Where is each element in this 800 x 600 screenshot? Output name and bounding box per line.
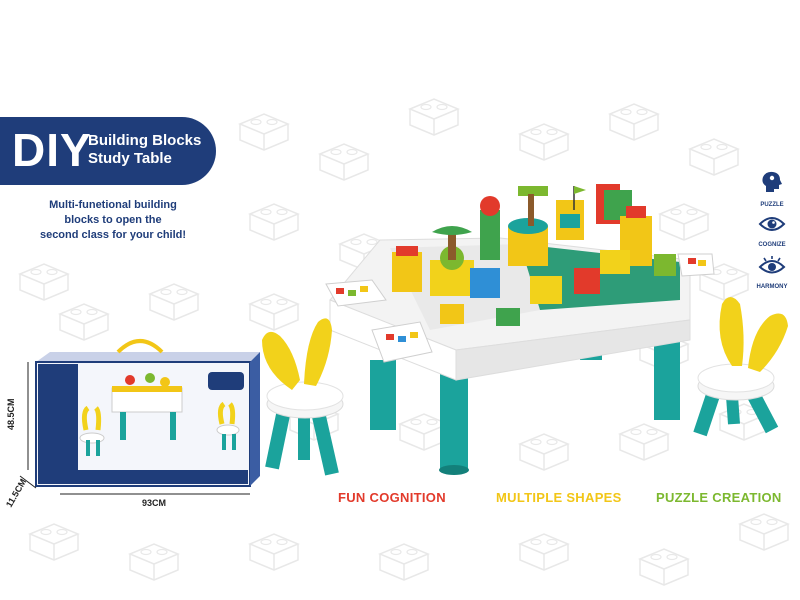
tagline: Multi-funetional building blocks to open… [18,198,208,243]
title-banner [0,117,216,185]
left-chair-image [262,318,344,476]
icon-label-cognize: COGNIZE [758,242,786,248]
dimension-width: 93CM [142,498,167,508]
title-line-1: Building Blocks [88,132,202,149]
title-line-2: Study Table [88,150,172,167]
tagline-line-3: second class for your child! [39,229,187,241]
tagline-line-2: blocks to open the [64,214,162,226]
eye-cognize-icon [758,217,786,231]
feature-fun-cognition: FUN COGNITION [338,490,446,505]
right-chair-image [693,297,788,437]
icon-label-harmony: HARMONY [756,284,788,290]
icon-label-puzzle: PUZZLE [760,202,784,208]
eye-harmony-icon [758,256,786,274]
study-table-image [325,184,715,475]
dimension-height: 48.5CM [6,398,16,430]
brain-head-icon [762,171,782,192]
feature-multiple-shapes: MULTIPLE SHAPES [496,490,622,505]
puzzle-feature: PUZZLE [755,168,789,208]
feature-puzzle-creation: PUZZLE CREATION [656,490,782,505]
product-box-image [35,339,260,487]
title-diy: DIY [12,124,92,176]
harmony-feature: HARMONY [755,254,789,290]
cognize-feature: COGNIZE [755,212,789,248]
title-subtitle: Building Blocks Study Table [88,132,201,168]
tagline-line-1: Multi-funetional building [49,199,177,211]
